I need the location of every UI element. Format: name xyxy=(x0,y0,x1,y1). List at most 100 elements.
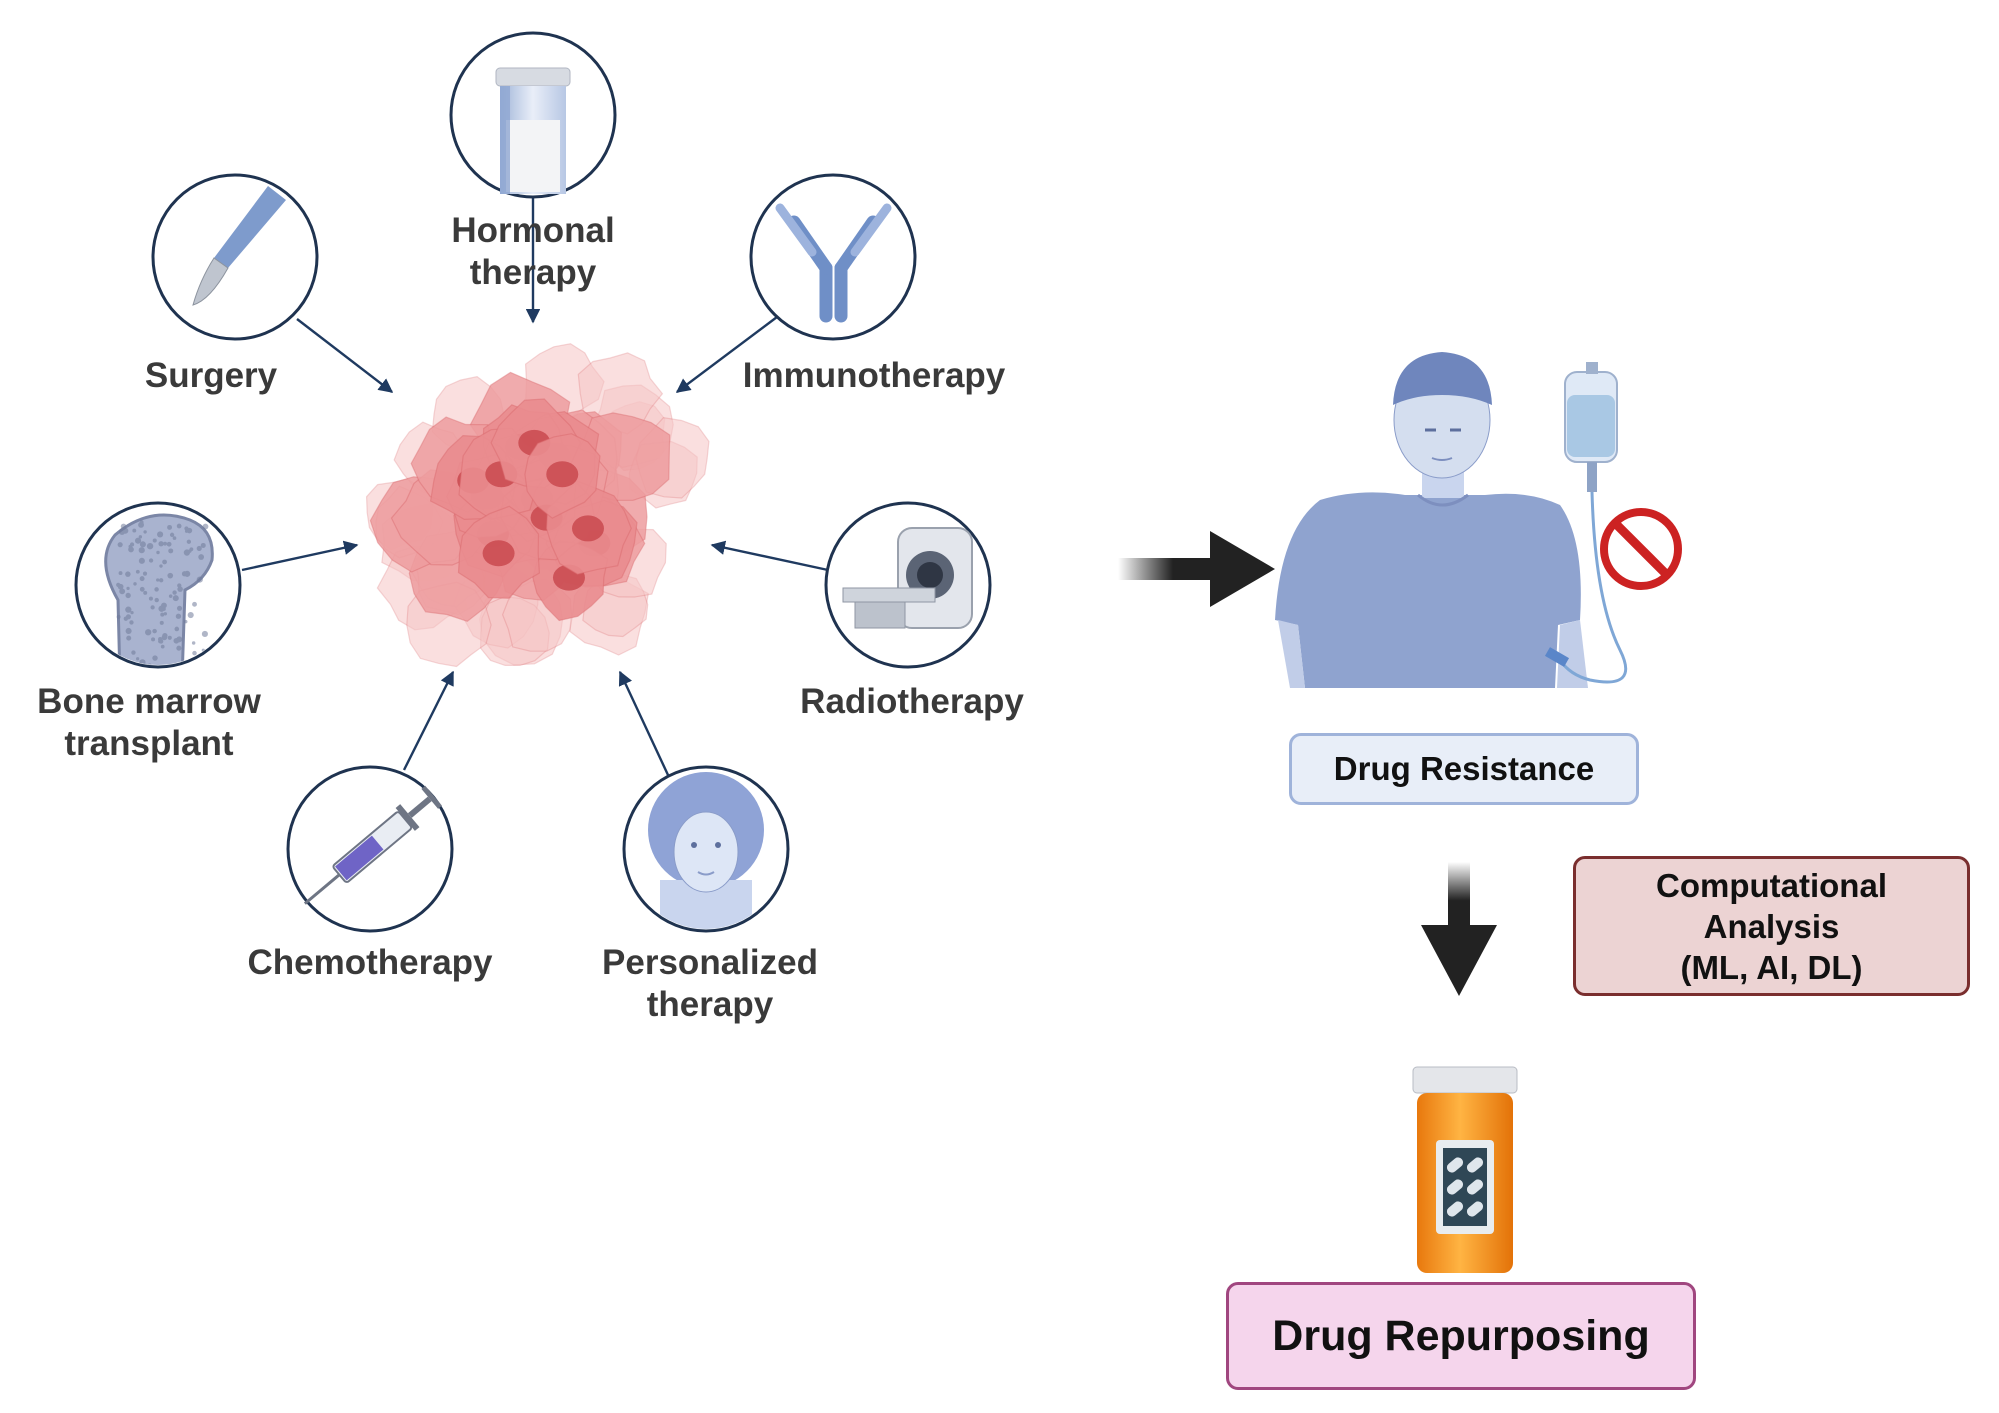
progression-arrow xyxy=(1118,531,1275,607)
bone-texture-dot xyxy=(161,634,168,641)
drug-repurposing-label: Drug Repurposing xyxy=(1272,1311,1650,1360)
bone-texture-dot xyxy=(139,541,146,548)
bone-texture-dot xyxy=(152,628,157,634)
bone-texture-dot xyxy=(160,612,165,617)
bone-texture-dot xyxy=(125,606,132,613)
label-personalized-therapy: Personalized therapy xyxy=(602,942,818,1026)
label-line: Personalized xyxy=(602,943,818,982)
bone-texture-dot xyxy=(143,530,147,534)
label-immunotherapy: Immunotherapy xyxy=(743,355,1006,397)
label-surgery: Surgery xyxy=(145,355,277,397)
arrow-surgery xyxy=(296,318,394,393)
syringe-icon xyxy=(286,765,454,933)
bone-texture-dot xyxy=(129,542,135,547)
label-hormonal-therapy: Hormonal therapy xyxy=(451,210,614,294)
drug-resistance-box: Drug Resistance xyxy=(1289,733,1639,805)
bone-texture-dot xyxy=(167,635,172,640)
antibody-icon xyxy=(749,173,917,341)
bone-texture-dot xyxy=(159,578,164,583)
patient-face-icon xyxy=(622,765,790,933)
bone-texture-dot xyxy=(196,545,202,552)
bone-texture-dot xyxy=(191,641,196,645)
pill-bottle-icon xyxy=(1412,1066,1518,1273)
bone-texture-dot xyxy=(154,597,159,603)
bone-texture-dot xyxy=(159,620,164,625)
pill xyxy=(1466,1157,1484,1173)
bone-texture-dot xyxy=(160,644,165,649)
label-bone-marrow-transplant: Bone marrow transplant xyxy=(37,681,261,765)
bone-texture-dot xyxy=(181,571,188,577)
computational-line: Analysis xyxy=(1703,907,1840,945)
label-line: Hormonal xyxy=(451,211,615,250)
label-line: Surgery xyxy=(144,356,278,395)
patient-with-iv-icon xyxy=(1275,352,1628,688)
bone-texture-dot xyxy=(128,546,134,553)
bone-texture-dot xyxy=(125,592,131,599)
bone-texture-dot xyxy=(169,532,175,537)
tumor-cell-nucleus xyxy=(482,540,515,567)
pill xyxy=(1466,1201,1484,1217)
computational-analysis-box: Computational Analysis (ML, AI, DL) xyxy=(1573,856,1970,996)
bone-texture-dot xyxy=(158,636,163,642)
bone-texture-dot xyxy=(126,635,132,641)
bone-texture-dot xyxy=(120,523,127,530)
label-line: Radiotherapy xyxy=(800,682,1024,721)
bone-texture-dot xyxy=(163,612,168,616)
bone-texture-dot xyxy=(133,582,137,586)
tumor-cell-nucleus xyxy=(546,461,579,488)
bone-texture-dot xyxy=(184,526,189,531)
hormone-vial-icon xyxy=(449,31,617,199)
bone-texture-dot xyxy=(118,668,122,672)
bone-texture-dot xyxy=(134,537,142,544)
bone-texture-dot xyxy=(158,541,164,547)
bone-texture-dot xyxy=(158,605,165,612)
computational-line: (ML, AI, DL) xyxy=(1680,948,1863,986)
bone-texture-dot xyxy=(116,614,121,619)
bone-texture-dot xyxy=(130,611,134,615)
bone-texture-dot xyxy=(143,590,148,595)
bone-texture-dot xyxy=(166,541,172,547)
bone-texture-dot xyxy=(135,569,140,574)
tumor-cell-cluster-icon xyxy=(365,343,710,668)
label-chemotherapy: Chemotherapy xyxy=(247,942,492,984)
arrow-chemotherapy xyxy=(402,670,455,771)
bone-texture-dot xyxy=(138,557,145,564)
bone-texture-dot xyxy=(187,667,193,673)
bone-texture-dot xyxy=(189,547,194,552)
bone-texture-dot xyxy=(168,548,174,554)
bone-texture-dot xyxy=(118,571,123,576)
bone-texture-dot xyxy=(138,535,143,539)
bone-texture-dot xyxy=(126,586,130,590)
bone-texture-dot xyxy=(168,594,173,598)
bone-texture-dot xyxy=(138,547,145,554)
bone-texture-dot xyxy=(125,627,132,635)
bone-texture-dot xyxy=(151,637,156,642)
pill xyxy=(1466,1179,1484,1195)
bone-texture-dot xyxy=(172,595,179,602)
bone-texture-dot xyxy=(125,614,132,620)
bone-texture-dot xyxy=(177,583,182,588)
bone-texture-dot xyxy=(117,542,123,548)
bone-texture-dot xyxy=(129,620,134,625)
arrow-immunotherapy xyxy=(675,316,778,393)
bone-texture-dot xyxy=(177,586,183,592)
pill xyxy=(1446,1157,1464,1173)
bone-texture-dot xyxy=(183,549,191,556)
treatment-arrows xyxy=(241,197,829,776)
pill xyxy=(1446,1179,1464,1195)
bone-texture-dot xyxy=(173,637,180,644)
arrow-personalized xyxy=(618,670,670,776)
bone-texture-dot xyxy=(200,542,206,548)
label-line: transplant xyxy=(64,724,234,763)
pill xyxy=(1446,1201,1464,1217)
bone-texture-dot xyxy=(172,536,177,540)
bone-texture-dot xyxy=(139,586,145,592)
bone-texture-dot xyxy=(139,520,144,525)
arrow-bone-marrow xyxy=(241,540,359,572)
bone-texture-dot xyxy=(152,538,157,543)
bone-texture-dot xyxy=(202,523,209,530)
bone-texture-dot xyxy=(198,554,205,560)
bone-texture-dot xyxy=(176,523,182,529)
bone-texture-dot xyxy=(159,564,163,568)
